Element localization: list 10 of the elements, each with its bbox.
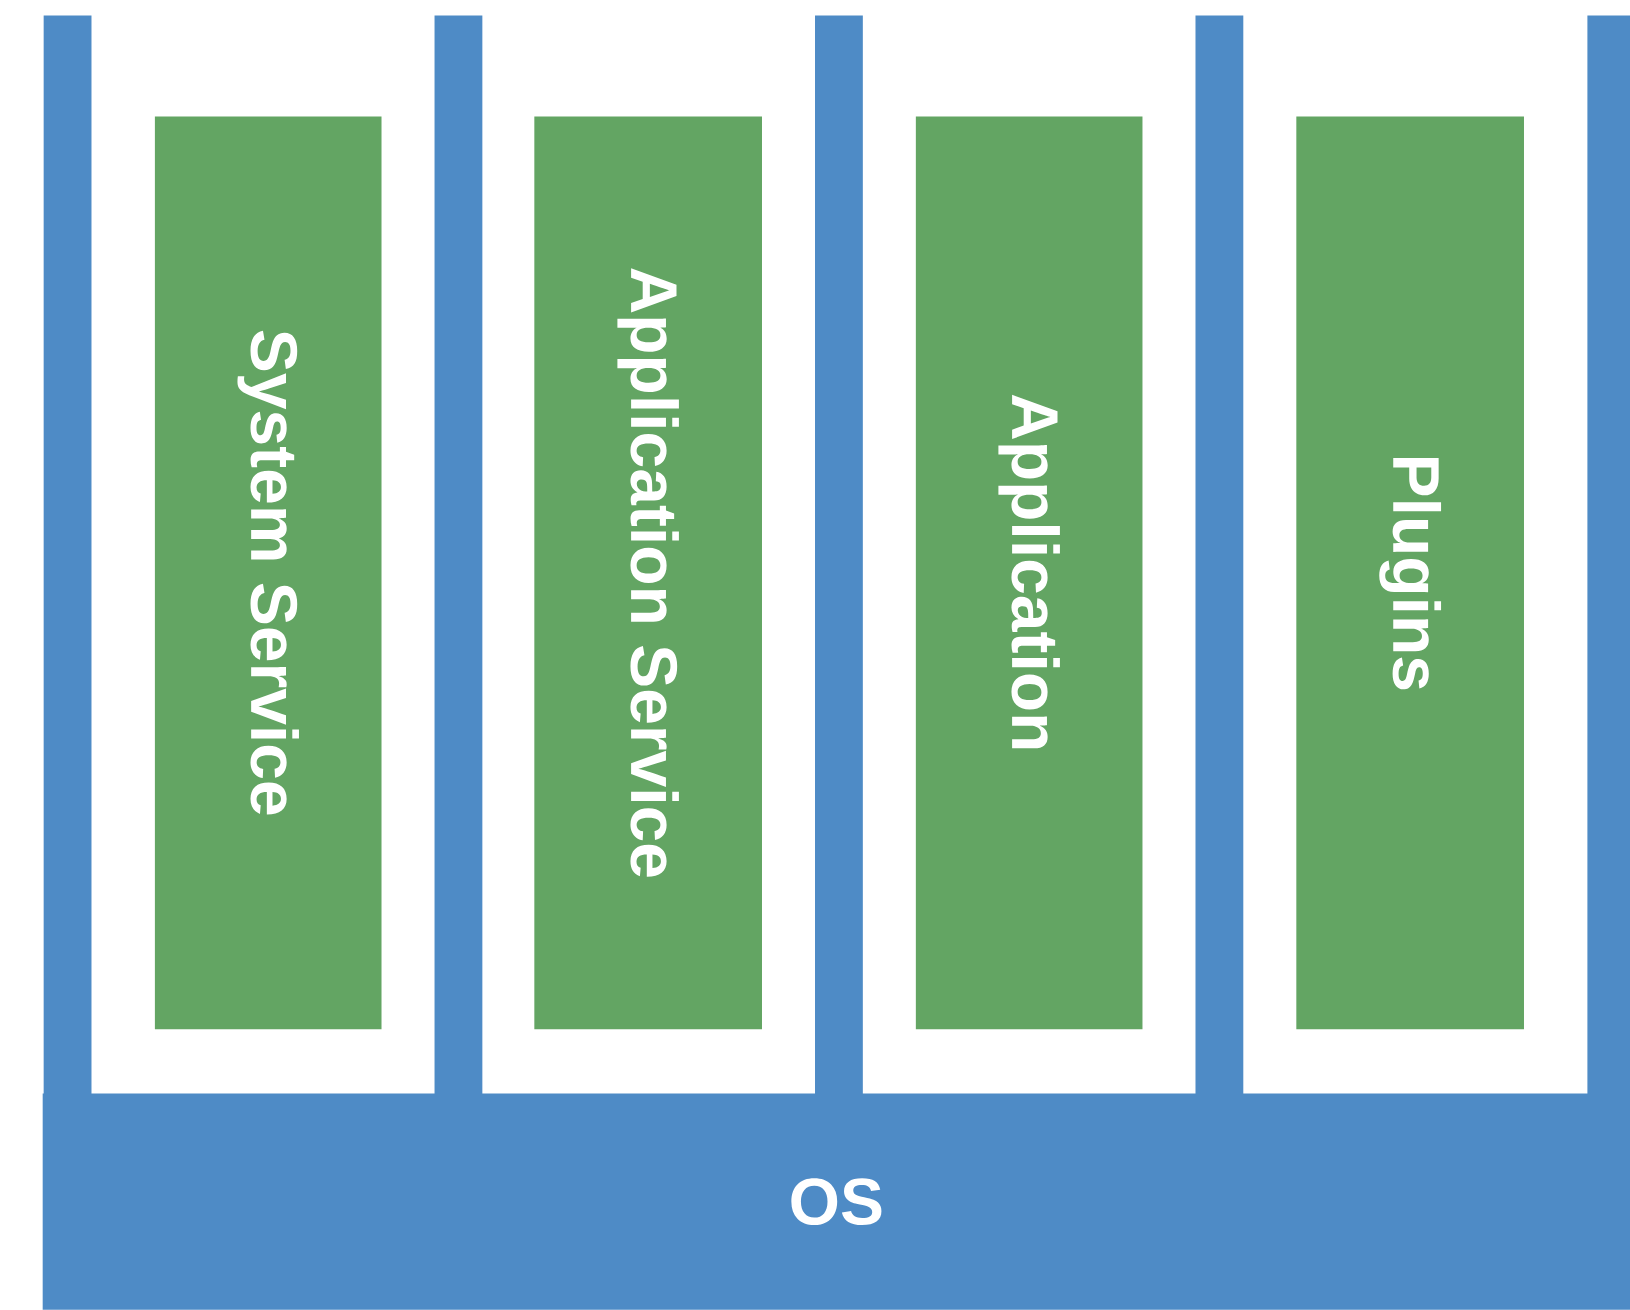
pillar bbox=[434, 15, 483, 1095]
component-box: Plugins bbox=[1296, 116, 1524, 1030]
pillar bbox=[1587, 15, 1630, 1095]
component-box: Application Service bbox=[534, 116, 762, 1030]
pillar bbox=[43, 15, 92, 1095]
component-box: System Service bbox=[154, 116, 382, 1030]
os-layer-bar: OS bbox=[42, 1093, 1630, 1310]
pillar bbox=[815, 15, 863, 1095]
component-box: Application bbox=[915, 116, 1143, 1030]
pillar bbox=[1195, 15, 1244, 1095]
